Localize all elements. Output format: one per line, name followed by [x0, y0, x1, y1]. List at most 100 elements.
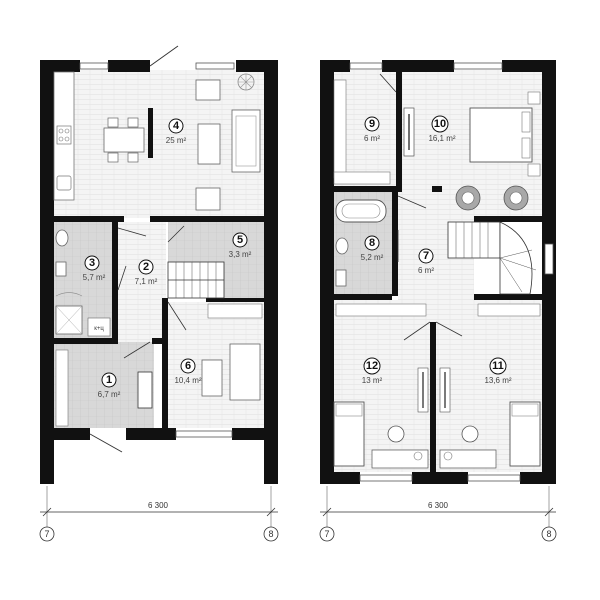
wall: [40, 60, 80, 72]
svg-text:2: 2: [143, 261, 149, 273]
stove-icon: [56, 125, 72, 145]
shoe-rack: [137, 371, 153, 409]
coffee-table: [201, 359, 223, 397]
window: [79, 62, 109, 70]
wall: [474, 216, 542, 222]
bathtub: [335, 199, 387, 223]
axis-label-left: 7: [324, 529, 329, 539]
staircase: [447, 221, 537, 295]
upper-floor-plan: 9 6 m² 10 16,1 m² 8 5,2 m² 7 6 m² 12 13 …: [319, 60, 557, 542]
wall: [320, 60, 334, 484]
room-label-10: 10 16,1 m²: [428, 115, 456, 143]
wall: [40, 428, 90, 440]
ground-floor-plan: к+ц 4 25 m² 3 5,7 m²: [39, 45, 279, 542]
wall: [148, 108, 153, 158]
wall: [54, 216, 124, 222]
sink-icon: [55, 261, 67, 277]
window: [544, 243, 554, 275]
staircase: [167, 261, 225, 299]
dimension-label: 6 300: [148, 501, 169, 510]
wardrobe: [335, 303, 427, 317]
chair: [387, 425, 405, 443]
room-label-5: 5 3,3 m²: [229, 232, 252, 259]
room-label-12: 12 13 m²: [362, 357, 383, 385]
wall: [236, 60, 278, 72]
wall: [382, 60, 454, 72]
axis-label-right: 8: [546, 529, 551, 539]
boiler-label: к+ц: [94, 326, 104, 332]
wall: [474, 294, 542, 300]
svg-text:6: 6: [185, 360, 191, 372]
sink-icon: [56, 175, 72, 191]
wall: [54, 338, 118, 344]
room-label-9: 9 6 m²: [364, 116, 380, 143]
wall: [332, 186, 402, 192]
desk: [439, 449, 497, 469]
sink-icon: [335, 269, 347, 287]
svg-text:9: 9: [369, 118, 375, 130]
wall: [108, 60, 150, 72]
room-label-2: 2 7,1 m²: [135, 259, 158, 286]
wall: [126, 428, 176, 440]
floor-room-2: [118, 222, 166, 342]
room-label-6: 6 10,4 m²: [174, 358, 202, 385]
wall: [40, 60, 54, 484]
svg-text:5,7 m²: 5,7 m²: [83, 273, 106, 282]
wall: [392, 192, 398, 296]
bed: [469, 107, 533, 163]
window: [195, 62, 235, 70]
svg-text:6 m²: 6 m²: [364, 134, 380, 143]
wall: [264, 60, 278, 484]
wall: [502, 60, 556, 72]
wall: [162, 298, 168, 428]
svg-text:6,7 m²: 6,7 m²: [98, 390, 121, 399]
window: [175, 430, 233, 438]
svg-text:1: 1: [106, 374, 112, 386]
axis-label-right: 8: [268, 529, 273, 539]
wall: [320, 60, 350, 72]
svg-text:10,4 m²: 10,4 m²: [174, 376, 201, 385]
wall: [332, 294, 392, 300]
armchair: [195, 79, 221, 101]
window: [349, 62, 383, 70]
sofa: [229, 343, 261, 401]
dimension-label: 6 300: [428, 501, 449, 510]
wall: [232, 428, 278, 440]
wardrobe: [207, 303, 263, 319]
wall: [150, 216, 264, 222]
room-label-7: 7 6 m²: [418, 248, 434, 275]
room-label-3: 3 5,7 m²: [83, 255, 106, 282]
svg-text:5: 5: [237, 234, 243, 246]
axis-label-left: 7: [44, 529, 49, 539]
svg-text:11: 11: [492, 360, 504, 372]
floor-room-4: [52, 70, 264, 218]
svg-text:25 m²: 25 m²: [166, 136, 187, 145]
wardrobe: [333, 79, 347, 179]
sofa: [231, 109, 261, 173]
dining-table: [103, 127, 145, 153]
room-label-11: 11 13,6 m²: [484, 357, 512, 385]
window: [453, 62, 503, 70]
window: [467, 474, 521, 482]
wall: [112, 222, 118, 340]
room-label-4: 4 25 m²: [166, 118, 187, 145]
boiler: [87, 317, 111, 337]
wall: [430, 322, 436, 472]
wall: [320, 472, 360, 484]
svg-text:7: 7: [423, 250, 429, 262]
wall: [152, 338, 168, 344]
window: [359, 474, 413, 482]
svg-text:13,6 m²: 13,6 m²: [484, 376, 511, 385]
room-label-8: 8 5,2 m²: [361, 235, 384, 262]
svg-text:10: 10: [434, 118, 446, 130]
wall: [412, 472, 468, 484]
toilet-icon: [335, 237, 349, 255]
wall: [396, 72, 402, 190]
svg-text:5,2 m²: 5,2 m²: [361, 253, 384, 262]
room-label-1: 1 6,7 m²: [98, 372, 121, 399]
svg-text:3: 3: [89, 257, 95, 269]
svg-text:8: 8: [369, 237, 375, 249]
kitchen-counter: [53, 71, 75, 201]
chair: [461, 425, 479, 443]
